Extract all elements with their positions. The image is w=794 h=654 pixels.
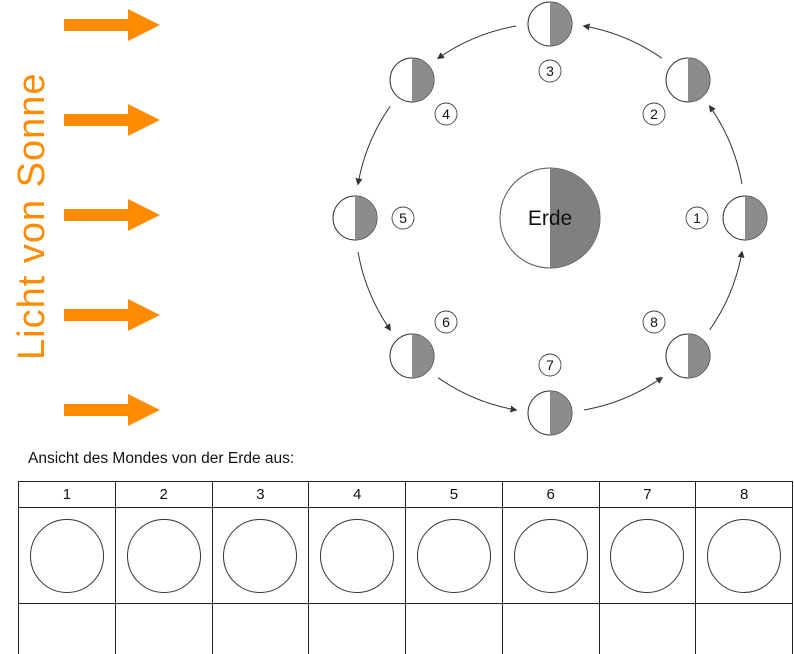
answer-cell-4 [308,603,406,654]
moon-shadow-1 [745,196,767,240]
moon-shadow-4 [412,58,434,102]
badge-label-3: 3 [546,63,554,79]
earth-shadow-half [550,168,600,268]
badge-circle-4 [434,102,458,126]
orbit-arrow-3-to-4 [436,25,517,60]
blank-moon-circle-7 [610,518,685,593]
blank-moon-circle-5 [416,518,491,593]
column-header-1: 1 [18,481,116,508]
moon-number-badge-7: 7 [538,353,562,377]
orbit-arrow-1-to-2 [708,104,743,185]
moon-position-2 [665,57,711,103]
badge-circle-2 [642,102,666,126]
answer-cell-2 [114,603,213,654]
moon-number-badge-2: 2 [642,102,666,126]
moon-position-5 [332,195,378,241]
answer-cell-1 [18,603,116,654]
blank-moon-circle-2 [126,518,201,593]
moon-shadow-8 [688,334,710,378]
moon-shadow-6 [412,334,434,378]
badge-circle-8 [642,310,666,334]
moon-shadow-5 [355,196,377,240]
column-header-5: 5 [405,481,503,508]
sun-ray-arrow-5 [64,394,160,426]
moon-position-8 [665,333,711,379]
table-empty-row [18,603,793,654]
blank-moon-circle-8 [707,518,782,593]
badge-label-6: 6 [442,314,450,330]
moon-number-badge-5: 5 [391,206,415,230]
moon-position-6 [389,333,435,379]
moon-shadow-2 [688,58,710,102]
sun-light-label-container: Licht von Sonne [11,72,53,360]
orbit-arrow-6-to-7 [437,377,518,413]
circle-cell-4 [308,507,406,604]
moon-view-table: 1 2 3 4 5 6 7 8 [18,481,793,654]
sun-rays [64,9,160,426]
badge-label-1: 1 [693,210,701,226]
orbit-arrow-8-to-1 [709,250,745,331]
badge-circle-3 [538,59,562,83]
circle-cell-8 [695,507,793,604]
badge-label-4: 4 [442,106,450,122]
table-circle-row [18,507,793,604]
column-header-4: 4 [308,481,406,508]
column-header-6: 6 [501,481,600,508]
moon-position-3 [527,1,573,47]
column-header-2: 2 [114,481,213,508]
orbit-arrow-5-to-6 [357,251,392,332]
badge-label-8: 8 [650,314,658,330]
earth: Erde [499,167,601,269]
moon-orbit-diagram: Erde [332,1,768,436]
circle-cell-1 [18,507,116,604]
circle-cell-3 [211,507,310,604]
orbit-arrow-4-to-5 [355,105,391,186]
table-header-row: 1 2 3 4 5 6 7 8 [18,481,793,508]
sun-ray-arrow-1 [64,9,160,41]
moon-position-7 [527,390,573,436]
blank-moon-circle-3 [223,518,298,593]
circle-cell-5 [405,507,503,604]
moon-position-4 [389,57,435,103]
blank-moon-circle-6 [513,518,588,593]
sun-ray-arrow-3 [64,199,160,231]
earth-label: Erde [528,207,572,230]
circle-cell-2 [114,507,213,604]
blank-moon-circle-4 [320,518,395,593]
sun-light-label: Licht von Sonne [11,72,53,360]
column-header-7: 7 [598,481,697,508]
moon-shadow-3 [550,2,572,46]
moon-shadow-7 [550,391,572,435]
answer-cell-3 [211,603,310,654]
answer-cell-7 [598,603,697,654]
circle-cell-6 [501,507,600,604]
answer-cell-6 [501,603,600,654]
column-header-8: 8 [695,481,793,508]
column-header-3: 3 [211,481,310,508]
badge-circle-1 [685,206,709,230]
answer-caption: Ansicht des Mondes von der Erde aus: [28,450,295,467]
circle-cell-7 [598,507,697,604]
orbit-arrow-7-to-8 [583,376,664,411]
moon-number-badge-1: 1 [685,206,709,230]
moon-position-1 [722,195,768,241]
sun-ray-arrow-4 [64,299,160,331]
moon-number-badge-3: 3 [538,59,562,83]
badge-circle-5 [391,206,415,230]
sun-ray-arrow-2 [64,104,160,136]
answer-cell-8 [695,603,793,654]
badge-circle-7 [538,353,562,377]
orbit-arrow-2-to-3 [582,23,663,59]
badge-label-2: 2 [650,106,658,122]
badge-label-7: 7 [546,357,554,373]
badge-label-5: 5 [399,210,407,226]
badge-circle-6 [434,310,458,334]
moon-number-badge-8: 8 [642,310,666,334]
answer-cell-5 [405,603,503,654]
moon-number-badge-4: 4 [434,102,458,126]
blank-moon-circle-1 [29,518,104,593]
moon-number-badge-6: 6 [434,310,458,334]
